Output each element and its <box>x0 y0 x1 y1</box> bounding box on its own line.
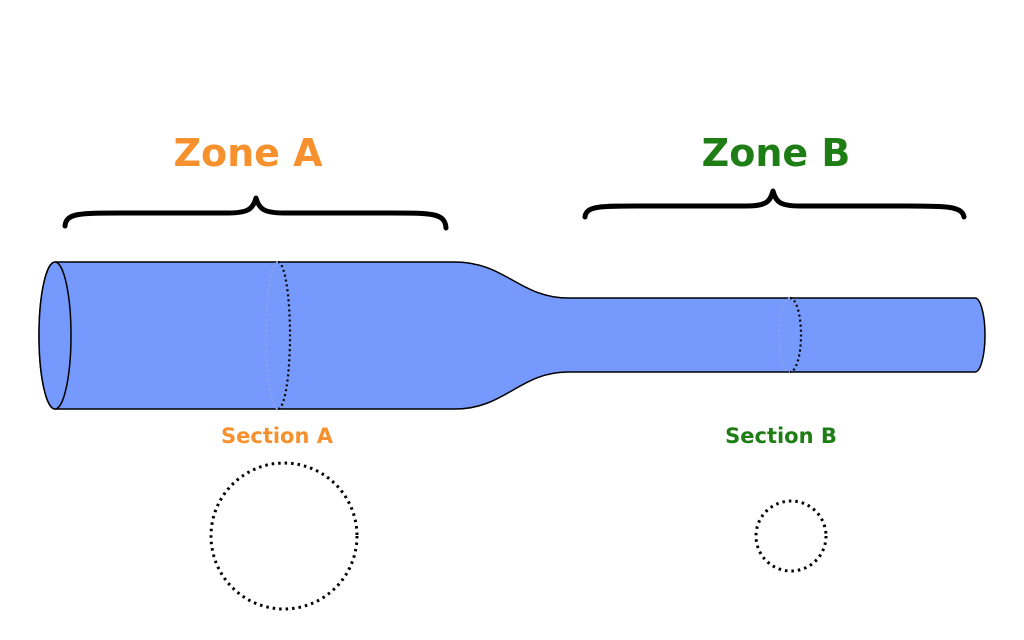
pipe-left-opening <box>38 261 72 410</box>
section-b-circle <box>754 499 828 573</box>
section-a-cut-front <box>277 260 292 411</box>
zone-a-title: Zone A <box>173 131 323 175</box>
section-a-circle <box>209 461 359 611</box>
zone-a-brace <box>62 195 449 231</box>
zone-b-brace <box>582 188 967 220</box>
section-a-label: Section A <box>221 424 334 448</box>
section-b-cut-front <box>789 296 803 374</box>
section-a-cut-back <box>265 261 279 410</box>
zone-b-title: Zone B <box>702 131 851 175</box>
section-b-label: Section B <box>725 424 837 448</box>
section-b-cut-back <box>778 297 791 373</box>
pipe-body <box>38 261 986 410</box>
